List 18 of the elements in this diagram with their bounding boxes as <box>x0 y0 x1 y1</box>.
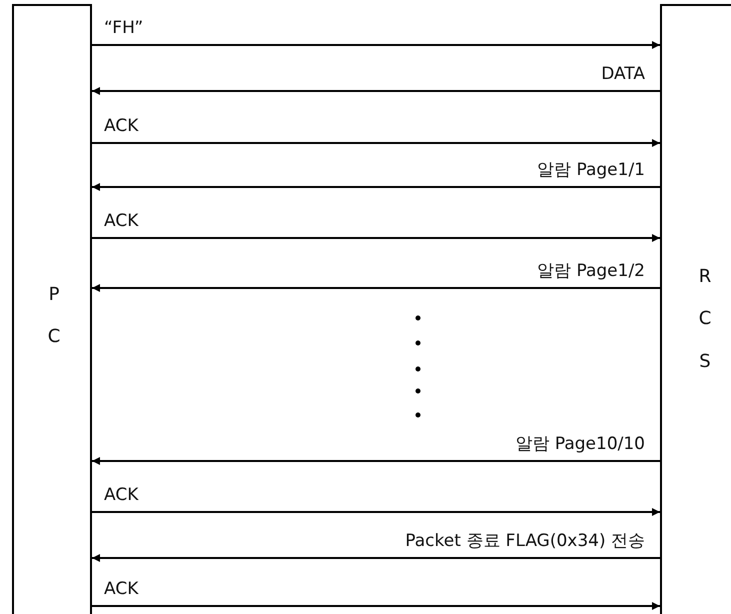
participant-name: PC <box>46 283 62 350</box>
message-arrow <box>92 284 660 292</box>
message-arrow <box>92 139 660 147</box>
participant-box <box>660 4 731 614</box>
message-arrow <box>92 602 660 610</box>
edge-label: 알람 Page10/10 <box>514 434 646 454</box>
participant-box <box>12 4 92 614</box>
edge-label: Packet 종료 FLAG(0x34) 전송 <box>404 531 646 551</box>
message-arrow <box>92 554 660 562</box>
edge-label: 알람 Page1/2 <box>536 261 646 281</box>
message-arrow <box>92 41 660 49</box>
message-arrow <box>92 183 660 191</box>
edge-label: 알람 Page1/1 <box>536 160 646 180</box>
message-arrow <box>92 457 660 465</box>
participant-name: RCS <box>698 265 712 374</box>
message-arrow <box>92 234 660 242</box>
message-arrow <box>92 87 660 95</box>
message-arrow <box>92 508 660 516</box>
